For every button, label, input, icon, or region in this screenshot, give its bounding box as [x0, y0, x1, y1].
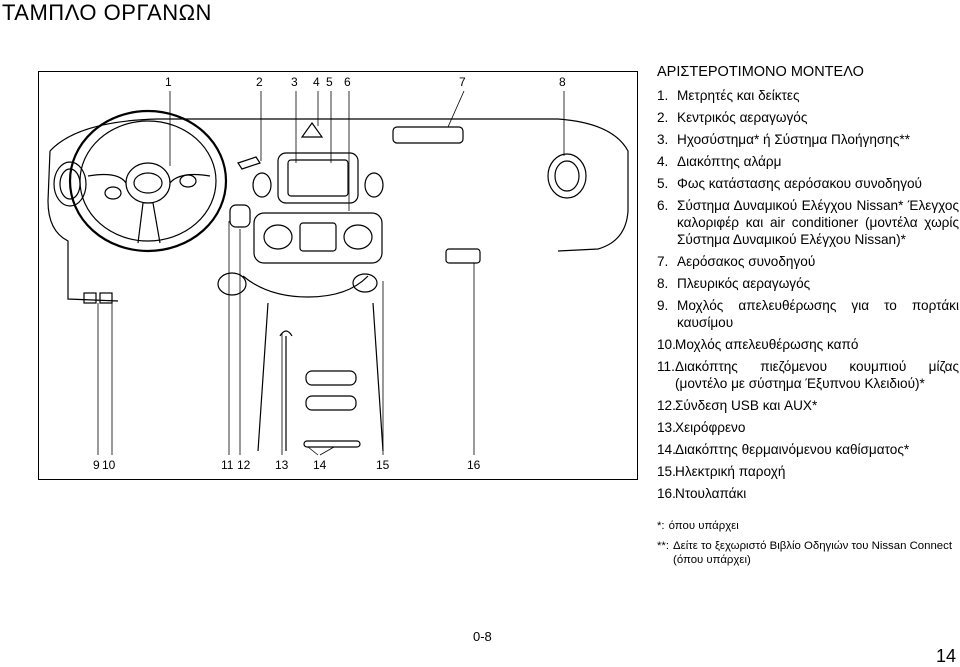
legend-column: ΑΡΙΣΤΕΡΟΤΙΜΟΝΟ ΜΟΝΤΕΛΟ 1.Μετρητές και δε…: [657, 64, 959, 507]
legend-item: 7.Αερόσακος συνοδηγού: [657, 254, 816, 269]
legend-item: 11.Διακόπτης πιεζόμενου κουμπιού μίζας (…: [657, 359, 959, 391]
page-reference: 0-8: [473, 629, 492, 644]
callout-14: 14: [313, 458, 327, 472]
legend-item: 12.Σύνδεση USB και AUX*: [657, 398, 818, 413]
footnote: *:όπου υπάρχει: [657, 520, 739, 532]
callout-16: 16: [467, 458, 481, 472]
callout-3: 3: [291, 75, 298, 89]
callout-12: 12: [237, 458, 251, 472]
page-title: ΤΑΜΠΛΟ ΟΡΓΑΝΩΝ: [2, 0, 212, 25]
callout-6: 6: [344, 75, 351, 89]
callout-5: 5: [326, 75, 333, 89]
callout-15: 15: [376, 458, 390, 472]
callout-13: 13: [275, 458, 289, 472]
legend-item: 13.Χειρόφρενο: [657, 420, 746, 435]
page-number: 14: [936, 646, 957, 666]
legend-item: 1.Μετρητές και δείκτες: [657, 88, 800, 103]
footnote: **:Δείτε το ξεχωριστό Βιβλίο Οδηγιών του…: [657, 540, 953, 566]
callout-8: 8: [559, 75, 566, 89]
legend-item: 14.Διακόπτης θερμαινόμενου καθίσματος*: [657, 442, 910, 457]
dashboard-illustration: 1 2 3 4 5 6 7 8 9 10 11 12 13 14 15 16: [38, 71, 638, 480]
legend-item: 6.Σύστημα Δυναμικού Ελέγχου Nissan* Έλεγ…: [657, 198, 959, 247]
legend-item: 2.Κεντρικός αεραγωγός: [657, 110, 808, 125]
callout-7: 7: [459, 75, 466, 89]
legend-item: 3.Ηχοσύστημα* ή Σύστημα Πλοήγησης**: [657, 132, 910, 147]
legend-item: 9.Μοχλός απελευθέρωσης για το πορτάκι κα…: [657, 298, 959, 330]
legend-item: 4.Διακόπτης αλάρμ: [657, 154, 782, 169]
legend-item: 5.Φως κατάστασης αερόσακου συνοδηγού: [657, 176, 922, 191]
legend-item: 8.Πλευρικός αεραγωγός: [657, 276, 811, 291]
legend-item: 16.Ντουλαπάκι: [657, 486, 747, 501]
callout-10: 10: [102, 458, 116, 472]
footnotes: *:όπου υπάρχει **:Δείτε το ξεχωριστό Βιβ…: [657, 519, 959, 573]
callout-2: 2: [256, 75, 263, 89]
callout-9: 9: [93, 458, 100, 472]
callout-1: 1: [165, 75, 172, 89]
callout-11: 11: [221, 458, 234, 472]
callout-4: 4: [313, 75, 320, 89]
legend-item: 10.Μοχλός απελευθέρωσης καπό: [657, 337, 859, 352]
legend-item: 15.Ηλεκτρική παροχή: [657, 464, 786, 479]
legend-heading: ΑΡΙΣΤΕΡΟΤΙΜΟΝΟ ΜΟΝΤΕΛΟ: [657, 64, 864, 80]
